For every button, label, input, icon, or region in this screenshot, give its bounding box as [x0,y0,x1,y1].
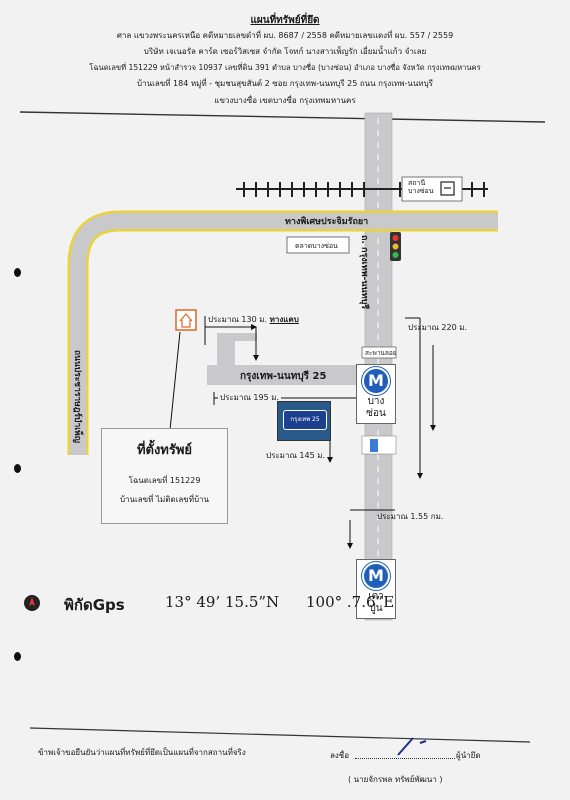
distance-220: ประมาณ 220 ม. [408,323,468,332]
yellow-road [70,213,498,455]
metro-name-line1: เตา [368,591,384,602]
parties-line: บริษัท เจเนอรัล คาร์ด เซอร์วิสเซส จำกัด … [143,47,427,56]
metro-station-taopoon: M เตา ปูน [356,559,396,619]
footer-line [29,727,531,743]
market-label: ตลาดบางซ่อน [295,242,338,250]
station-label: สถานี บางซ่อน [408,179,434,195]
property-house-number: บ้านเลขที่ ไม่ติดเลขที่บ้าน [119,495,210,504]
signature-line [355,758,455,759]
signer-name: ( นายจักรพล ทรัพย์พัฒนา ) [348,775,443,784]
punch-hole [14,652,21,661]
distance-155: ประมาณ 1.55 กม. [377,512,444,521]
bridge-box [361,346,397,359]
property-info-box: ที่ตั้งทรัพย์ โฉนดเลขที่ 151229 บ้านเลขท… [101,428,228,524]
market-box [286,236,350,254]
train-icon [440,181,455,196]
metro-icon: M [362,367,390,395]
signer-role: ผู้นำยึด [456,751,481,760]
border-line [19,111,546,123]
punch-hole [14,268,21,277]
punch-hole [14,464,21,473]
metro-station-bangson: M บาง ซ่อน [356,364,396,424]
confirmation-statement: ข้าพเจ้าขอยืนยันว่าแผนที่ทรัพย์ที่ยึดเป็… [38,748,246,757]
main-road-label: ถ. กรุงเทพ-นนทบุรี [359,235,369,310]
property-title: ที่ตั้งทรัพย์ [136,443,193,458]
address-line: บ้านเลขที่ 184 หมู่ที่ - ชุมชนสุขสันต์ 2… [137,79,433,88]
side-lane [217,333,257,341]
bus-stop [361,435,397,455]
ramp-label: ทางแคบ [269,315,299,324]
metro-icon: M [362,562,390,590]
gps-longitude: 100° .7.6”E [306,593,395,611]
bus-stop-icon [370,439,378,452]
street-sign-photo: กรุงเทพ 25 [277,401,331,441]
metro-name-line2: ปูน [369,603,383,614]
district-line: แขวงบางซื่อ เขตบางซื่อ กรุงเทพมหานคร [214,96,356,105]
distance-130: ประมาณ 130 ม. [208,315,268,324]
bridge-label: สะพานลอย [365,349,397,357]
deed-line: โฉนดเลขที่ 151229 หน้าสำรวจ 10937 เลขที่… [89,63,481,72]
gps-label: พิกัดGps [64,596,125,614]
station-box [401,176,463,202]
property-icon [175,309,197,331]
case-line: ศาล แขวงพระนครเหนือ คดีหมายเลขดำที่ ผบ. … [116,31,454,40]
sign-text: กรุงเทพ 25 [283,410,327,430]
side-lane [217,335,235,367]
signature [397,737,427,756]
soi-road [207,365,365,385]
property-deed: โฉนดเลขที่ 151229 [128,476,201,485]
signature-label: ลงชื่อ [330,751,350,760]
expressway-label: ทางพิเศษประจิมรัถยา [285,217,369,227]
document-title: แผนที่ทรัพย์ที่ยึด [250,15,320,26]
metro-name-line2: ซ่อน [366,408,386,419]
distance-195: ประมาณ 195 ม. [218,391,282,404]
distance-145: ประมาณ 145 ม. [266,451,326,460]
gps-latitude: 13° 49’ 15.5”N [165,593,280,611]
metro-name-line1: บาง [367,396,385,407]
left-road-label: ถนนประชาราษฎร์บำเพ็ญ [72,350,82,443]
soi-label: กรุงเทพ-นนทบุรี 25 [240,371,327,382]
